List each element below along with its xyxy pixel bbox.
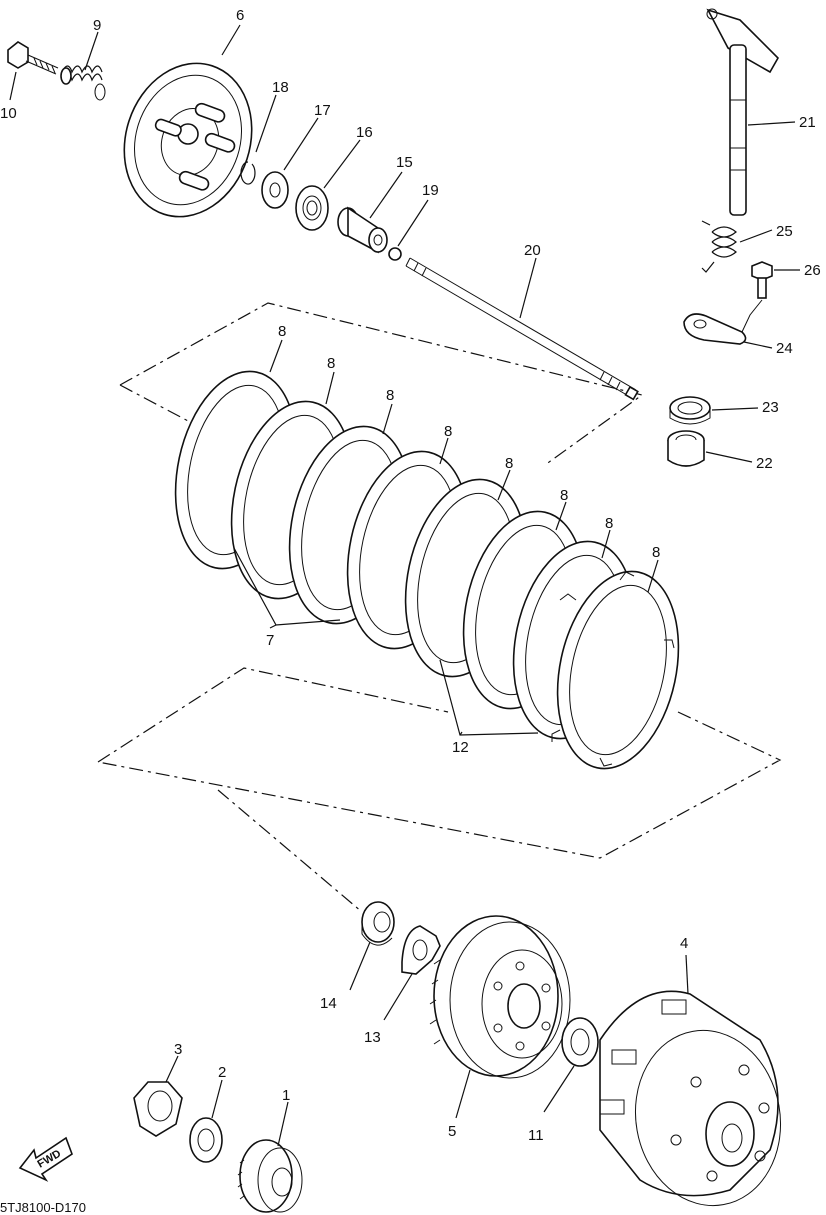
part-17-washer [261, 171, 289, 209]
callout-6: 6 [236, 7, 244, 24]
callout-8: 8 [386, 387, 394, 404]
callout-10: 10 [0, 105, 17, 122]
part-20-push-rod-long [405, 257, 639, 401]
callout-8: 8 [444, 423, 452, 440]
callout-14: 14 [320, 995, 337, 1012]
callout-8: 8 [327, 355, 335, 372]
part-10-bolt [7, 41, 59, 75]
callout-12: 12 [452, 739, 469, 756]
callout-8: 8 [278, 323, 286, 340]
fwd-arrow-icon: FWD [18, 1136, 73, 1182]
part-25-spring [701, 220, 737, 273]
diagram-code: 5TJ8100-D170 [0, 1200, 86, 1215]
part-14-spacer [361, 901, 395, 946]
callout-8: 8 [605, 515, 613, 532]
callout-2: 2 [218, 1064, 226, 1081]
callout-7: 7 [266, 632, 274, 649]
lower-plate-envelope [97, 667, 782, 913]
callout-8: 8 [505, 455, 513, 472]
part-19-ball [388, 247, 402, 261]
callout-17: 17 [314, 102, 331, 119]
plate-stack [174, 370, 680, 770]
callout-18: 18 [272, 79, 289, 96]
callout-24: 24 [776, 340, 793, 357]
part-24-plate [683, 313, 747, 345]
part-9-spring [60, 65, 106, 101]
callout-4: 4 [680, 935, 688, 952]
callout-16: 16 [356, 124, 373, 141]
part-4-clutch-housing [599, 990, 782, 1207]
callout-8: 8 [652, 544, 660, 561]
part-11-thrust-washer [561, 1017, 599, 1067]
part-15-push-rod [337, 206, 388, 254]
part-23-oil-seal [669, 396, 711, 425]
callout-26: 26 [804, 262, 821, 279]
callout-5: 5 [448, 1123, 456, 1140]
part-26-screw [751, 261, 773, 299]
part-18-circlip [240, 161, 256, 185]
callout-13: 13 [364, 1029, 381, 1046]
callout-11: 11 [528, 1127, 544, 1144]
callout-3: 3 [174, 1041, 182, 1058]
callout-19: 19 [422, 182, 439, 199]
callout-15: 15 [396, 154, 413, 171]
part-6-pressure-plate [123, 62, 253, 218]
upper-plate-envelope [119, 302, 644, 466]
part-21-push-lever-shaft [706, 8, 779, 216]
callout-23: 23 [762, 399, 779, 416]
callout-1: 1 [282, 1087, 290, 1104]
callout-22: 22 [756, 455, 773, 472]
part-3-nut [133, 1081, 183, 1137]
callout-9: 9 [93, 17, 101, 34]
callout-20: 20 [524, 242, 541, 259]
part-2-washer [189, 1117, 223, 1163]
part-13-lock-washer [401, 925, 441, 975]
callout-25: 25 [776, 223, 793, 240]
part-1-drive-gear [237, 1139, 303, 1213]
callout-8: 8 [560, 487, 568, 504]
callout-21: 21 [799, 114, 816, 131]
part-5-clutch-boss [429, 915, 571, 1079]
part-16-bearing [295, 185, 329, 231]
part-22-bearing [667, 430, 705, 467]
